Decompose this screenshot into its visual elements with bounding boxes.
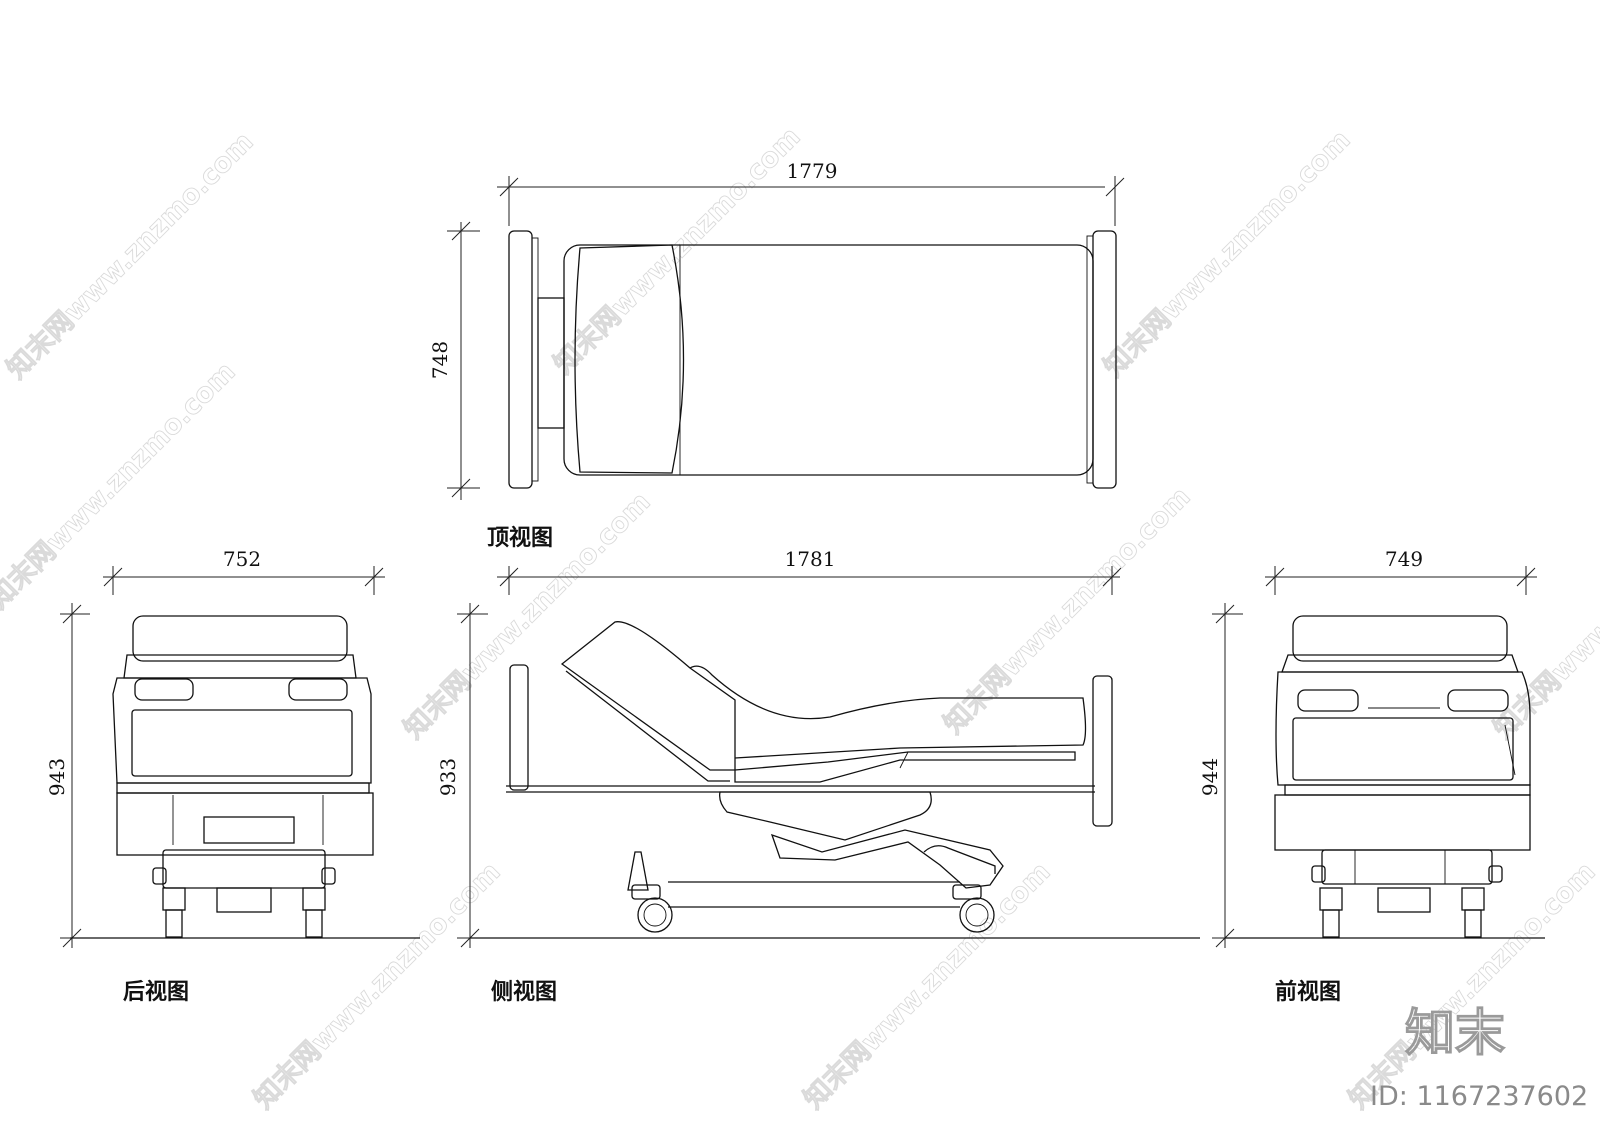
watermark-text: 知末网www.znzmo.com <box>798 856 1057 1115</box>
watermark-text: 知末网www.znzmo.com <box>1 126 260 385</box>
front-height-dimension: 944 <box>1198 603 1245 948</box>
watermark-text: 知末网www.znzmo.com <box>1488 486 1600 745</box>
front-view: 749 944 前视图 <box>1198 547 1545 1005</box>
front-view-caption: 前视图 <box>1275 979 1341 1005</box>
front-width-dimension: 749 <box>1265 547 1537 595</box>
watermark-text: 知末网www.znzmo.com <box>248 856 507 1115</box>
watermark-text: 知末网www.znzmo.com <box>0 356 242 615</box>
rear-view-caption: 后视图 <box>123 979 189 1005</box>
top-height-dimension: 748 <box>428 221 480 500</box>
side-height-label: 933 <box>436 758 460 796</box>
znzmo-logo: 知末 <box>1405 1004 1505 1062</box>
side-width-dimension: 1781 <box>497 547 1122 595</box>
side-view-caption: 侧视图 <box>491 979 557 1005</box>
top-width-label: 1779 <box>787 159 838 183</box>
side-width-label: 1781 <box>785 547 836 571</box>
rear-width-label: 752 <box>223 547 261 571</box>
top-view: 1779 748 顶视图 <box>428 159 1125 551</box>
watermark-text: 知末网www.znzmo.com <box>938 481 1197 740</box>
rear-view: 752 943 后视图 <box>45 547 420 1005</box>
rear-width-dimension: 752 <box>103 547 385 595</box>
image-id-label: ID: 1167237602 <box>1370 1081 1588 1112</box>
top-width-dimension: 1779 <box>497 159 1125 226</box>
rear-height-label: 943 <box>45 758 69 796</box>
front-width-label: 749 <box>1385 547 1423 571</box>
watermark-text: 知末网www.znzmo.com <box>1098 124 1357 383</box>
side-height-dimension: 933 <box>436 603 490 948</box>
top-view-caption: 顶视图 <box>487 525 553 551</box>
watermark-text: 知末网www.znzmo.com <box>548 121 807 380</box>
watermark-layer: 知末网www.znzmo.com 知末网www.znzmo.com 知末网www… <box>0 121 1600 1115</box>
top-height-label: 748 <box>428 341 452 379</box>
front-height-label: 944 <box>1198 758 1222 796</box>
side-view: 1781 933 <box>436 547 1200 1005</box>
rear-height-dimension: 943 <box>45 603 95 948</box>
watermark-text: 知末网www.znzmo.com <box>1343 856 1600 1115</box>
